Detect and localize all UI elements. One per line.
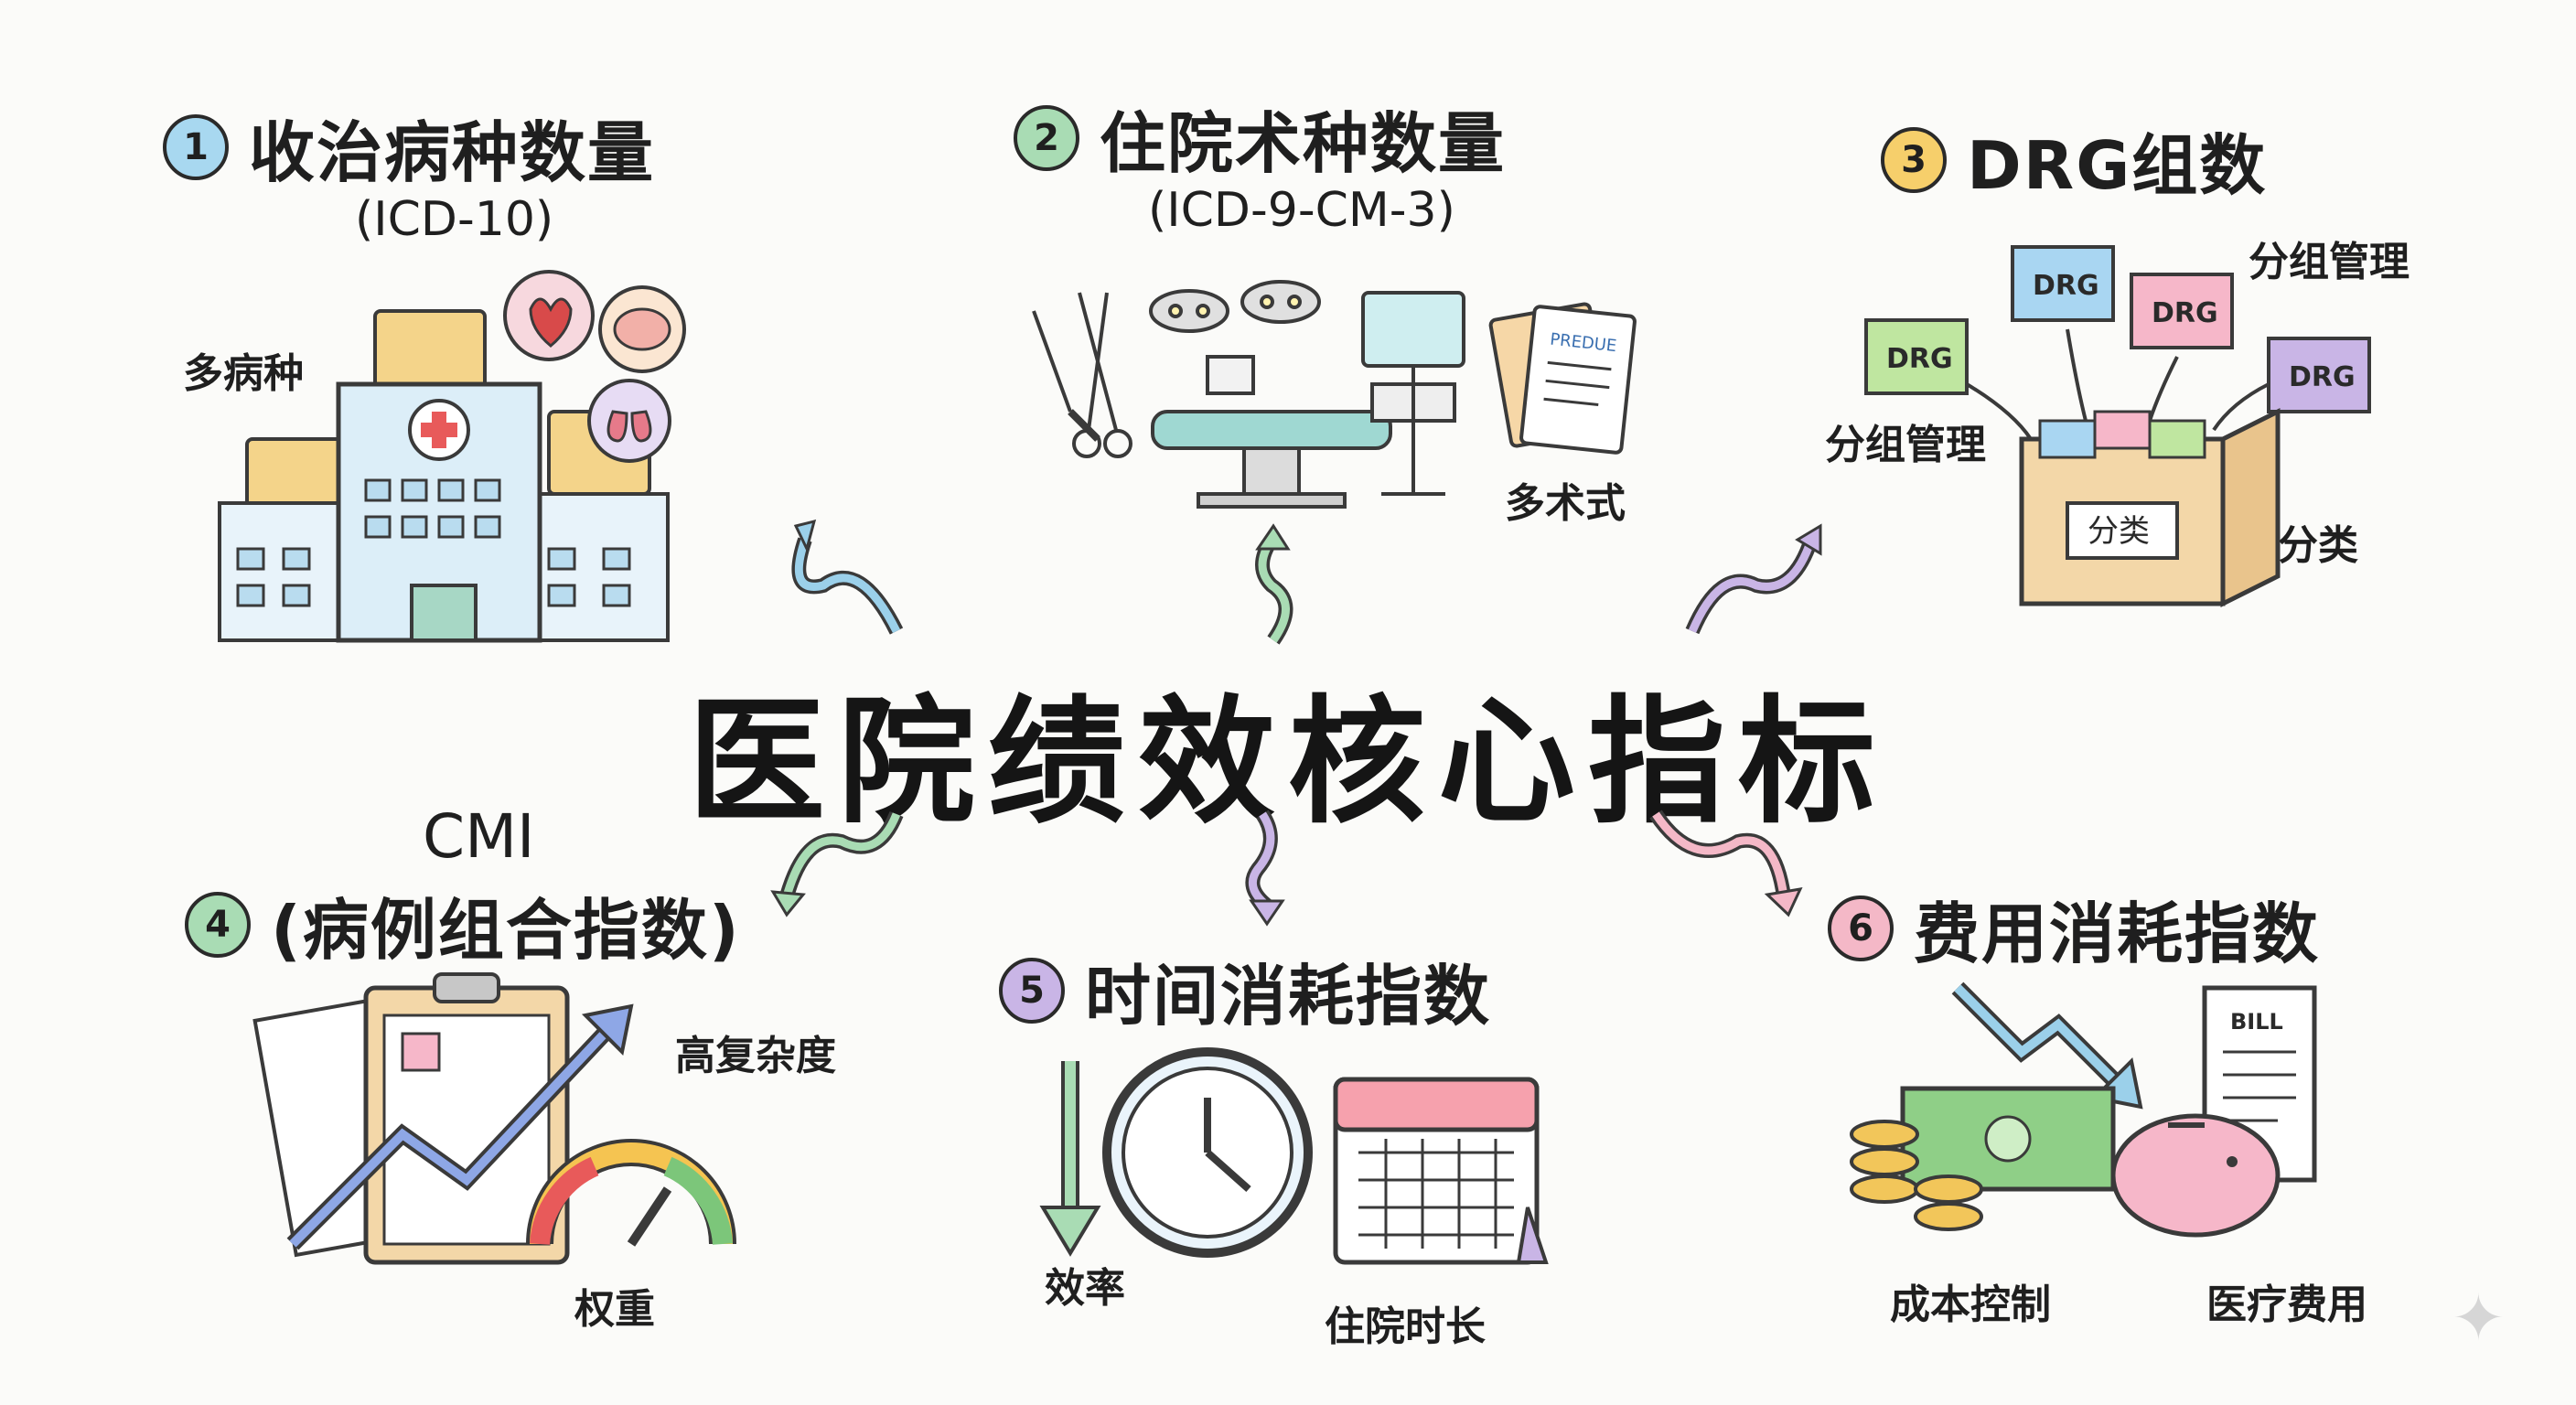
node-5-title: 时间消耗指数 xyxy=(1085,958,1492,1035)
node-2-subtitle: (ICD-9-CM-3) xyxy=(1148,183,1455,238)
arrow-to-node-1 xyxy=(791,519,904,635)
bill-label: BILL xyxy=(2230,1009,2283,1035)
cash-stack-icon xyxy=(1900,1086,2116,1192)
node-3-label-classify: 分类 xyxy=(2278,522,2358,569)
hospital-illustration xyxy=(218,270,686,643)
arrow-to-node-6 xyxy=(1649,810,1803,917)
node-4-title: (病例组合指数) xyxy=(271,892,741,969)
node-4-title-line1: CMI xyxy=(423,801,535,872)
node-2-header: 2 住院术种数量 xyxy=(1014,90,1506,186)
cmi-illustration xyxy=(252,972,736,1265)
coins-icon xyxy=(1850,1120,1983,1231)
node-1-subtitle: (ICD-10) xyxy=(355,192,554,247)
node-1-title: 收治病种数量 xyxy=(249,114,656,191)
time-illustration xyxy=(1039,1047,1549,1265)
piggy-bank-icon xyxy=(2110,1113,2281,1238)
sparkle-icon: ✦ xyxy=(2452,1281,2506,1356)
heart-icon xyxy=(503,270,595,361)
operating-room-illustration: PREDUE xyxy=(1032,280,1637,509)
drg-cube-label: DRG xyxy=(2033,270,2099,302)
scissors-icon xyxy=(1072,292,1132,458)
arrow-to-node-2 xyxy=(1255,523,1293,645)
node-5-number: 5 xyxy=(999,957,1065,1024)
node-1-header: 1 收治病种数量 xyxy=(163,99,655,195)
node-1-label-multi-disease: 多病种 xyxy=(183,350,304,397)
classification-box-icon: 分类 xyxy=(2019,407,2281,608)
node-4-header: 4 (病例组合指数) xyxy=(185,876,741,972)
node-6-title: 费用消耗指数 xyxy=(1914,896,2321,972)
node-5-label-efficiency: 效率 xyxy=(1045,1265,1125,1312)
drg-cube-label: DRG xyxy=(1886,343,1953,375)
drg-cube-label: DRG xyxy=(2289,361,2356,393)
drg-cube-purple: DRG xyxy=(2267,337,2371,413)
arrow-to-node-4 xyxy=(770,810,904,917)
gauge-icon xyxy=(526,1139,736,1247)
node-4-label-high-complexity: 高复杂度 xyxy=(675,1033,836,1079)
node-3-title: DRG组数 xyxy=(1967,127,2268,204)
node-6-number: 6 xyxy=(1828,895,1894,961)
node-2-label-multi-surgery: 多术式 xyxy=(1505,480,1626,527)
trend-up-arrow-icon xyxy=(286,1003,634,1250)
box-label: 分类 xyxy=(2088,513,2150,550)
node-2-number: 2 xyxy=(1014,104,1079,171)
node-6-label-medical-cost: 医疗费用 xyxy=(2206,1282,2367,1328)
cost-down-arrow-icon xyxy=(1951,981,2143,1110)
lungs-icon xyxy=(587,379,671,463)
down-arrow-icon xyxy=(1039,1061,1101,1257)
arrow-to-node-3 xyxy=(1685,523,1822,635)
drg-cube-label: DRG xyxy=(2152,297,2218,329)
node-3-label-group-mgmt-left: 分组管理 xyxy=(1825,422,1986,468)
node-5-header: 5 时间消耗指数 xyxy=(999,942,1491,1038)
node-3-header: 3 DRG组数 xyxy=(1881,112,2267,208)
center-title: 医院绩效核心指标 xyxy=(687,683,1888,842)
arrow-to-node-5 xyxy=(1245,810,1285,927)
documents-icon: PREDUE xyxy=(1488,302,1637,455)
node-4-number: 4 xyxy=(185,891,251,958)
cost-illustration: BILL xyxy=(1850,981,2317,1238)
brain-icon xyxy=(598,285,686,373)
clipboard-icon xyxy=(363,972,570,1265)
node-3-label-group-mgmt-top: 分组管理 xyxy=(2249,239,2410,285)
drg-cube-green: DRG xyxy=(1864,318,1969,395)
node-6-label-cost-control: 成本控制 xyxy=(1890,1282,2051,1328)
node-1-number: 1 xyxy=(163,113,229,180)
node-2-title: 住院术种数量 xyxy=(1100,105,1507,182)
node-3-number: 3 xyxy=(1881,126,1947,193)
monitor-icon xyxy=(1361,291,1465,496)
node-6-header: 6 费用消耗指数 xyxy=(1828,880,2320,976)
surgical-lamp-icon xyxy=(1149,280,1321,333)
drg-cube-pink: DRG xyxy=(2130,273,2234,349)
node-5-label-stay-length: 住院时长 xyxy=(1325,1303,1486,1350)
drg-cube-blue: DRG xyxy=(2011,245,2115,322)
drg-boxes-illustration: DRG DRG DRG DRG 分类 xyxy=(1864,245,2371,608)
clock-icon xyxy=(1102,1047,1313,1258)
node-4-label-weight: 权重 xyxy=(574,1286,655,1333)
calendar-icon xyxy=(1333,1077,1549,1265)
